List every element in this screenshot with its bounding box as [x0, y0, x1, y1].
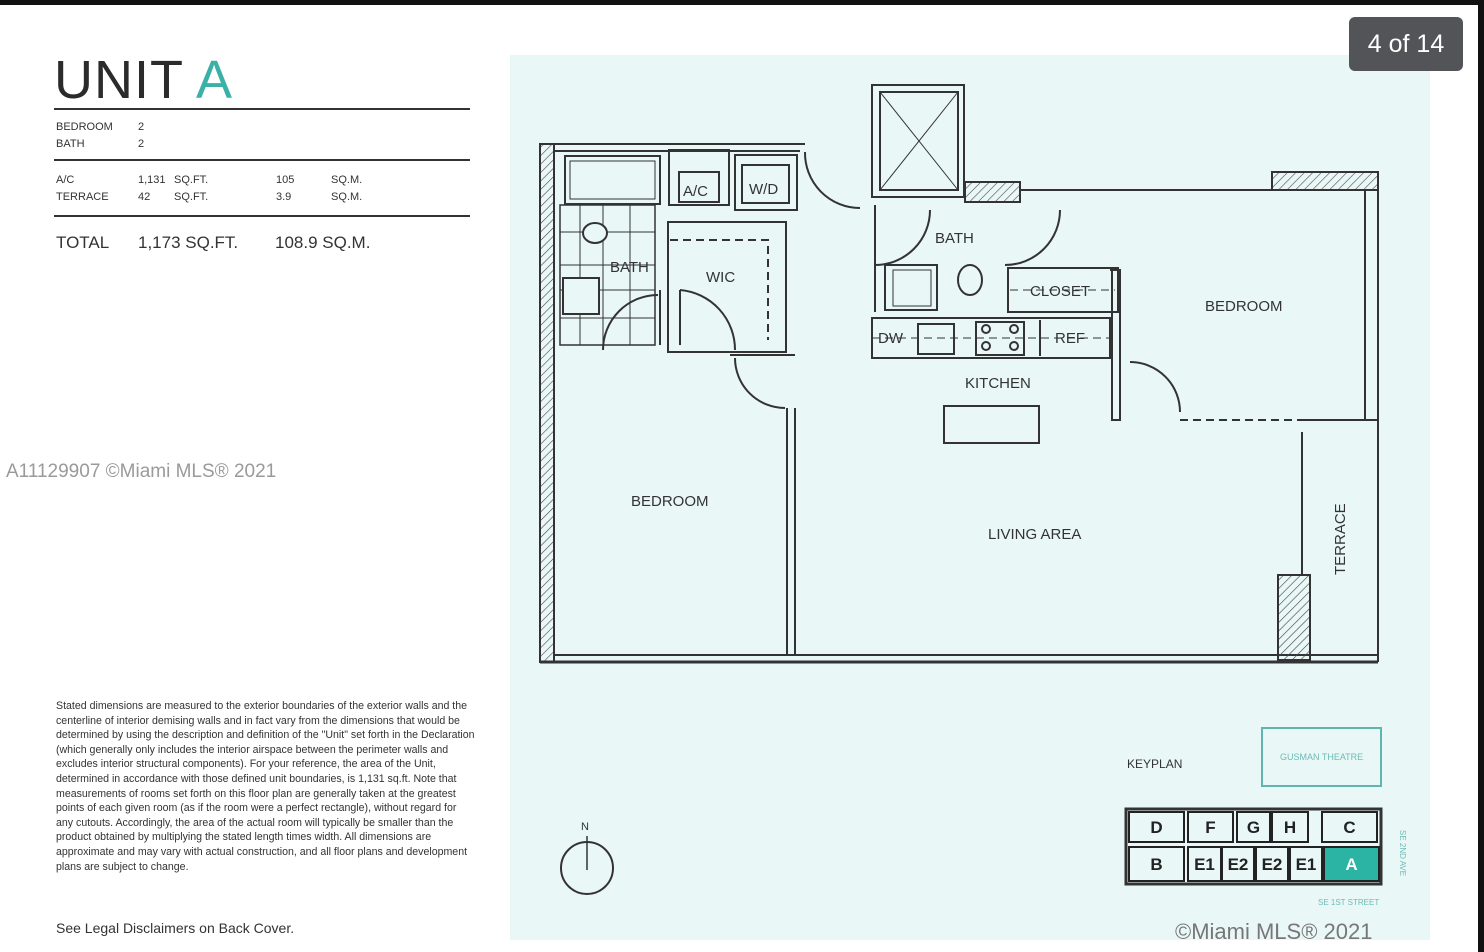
divider: [54, 215, 470, 217]
total-sqft: 1,173 SQ.FT.: [138, 233, 239, 252]
keyplan-unit-cell: [1289, 846, 1323, 882]
keyplan-unit-cell: [1271, 811, 1309, 843]
keyplan-unit-e1: E1: [1296, 855, 1317, 874]
room-label-wic: WIC: [706, 269, 735, 286]
sqft-unit: SQ.FT.: [174, 191, 209, 203]
compass-north: N: [581, 821, 589, 833]
keyplan-unit-cell: [1128, 811, 1185, 843]
street-label: SE 1ST STREET: [1318, 898, 1379, 907]
watermark-bottom: ©Miami MLS® 2021: [1175, 919, 1373, 944]
unit-title-letter: A: [196, 50, 234, 110]
keyplan-unit-f: F: [1205, 818, 1215, 837]
ac-label: A/C: [56, 174, 75, 186]
keyplan-unit-e2: E2: [1228, 855, 1249, 874]
exterior-wall: [539, 143, 555, 663]
keyplan-units: D F G H C B E1 E2 E2 E1 A: [1128, 811, 1380, 882]
sqm-unit: SQ.M.: [331, 174, 363, 186]
ac-sqm: 105: [276, 174, 295, 186]
keyplan-unit-cell: [1221, 846, 1255, 882]
image-counter-badge: 4 of 14: [1349, 17, 1463, 71]
keyplan-unit-b: B: [1150, 855, 1162, 874]
bedroom-value: 2: [138, 121, 145, 133]
image-viewer: UNIT A BEDROOM 2 BATH 2 A/C 1,131 SQ.FT.…: [0, 5, 1478, 952]
sqft-unit: SQ.FT.: [174, 174, 209, 186]
room-label-bedroom: BEDROOM: [1205, 298, 1283, 315]
divider: [54, 159, 470, 161]
room-label-bath: BATH: [610, 259, 649, 276]
disclaimer-text: Stated dimensions are measured to the ex…: [56, 700, 475, 873]
bedroom-label: BEDROOM: [56, 121, 113, 133]
room-label-kitchen: KITCHEN: [965, 375, 1031, 392]
unit-title: UNIT A: [54, 49, 233, 111]
keyplan-unit-a: A: [1345, 855, 1357, 874]
keyplan-unit-cell: [1187, 811, 1234, 843]
keyplan-unit-e1: E1: [1194, 855, 1215, 874]
keyplan-unit-cell: [1321, 811, 1378, 843]
keyplan-unit-h: H: [1284, 818, 1296, 837]
keyplan-unit-cell: [1323, 846, 1380, 882]
keyplan-unit-cell: [1255, 846, 1289, 882]
room-label-closet: CLOSET: [1030, 283, 1090, 300]
legal-note: See Legal Disclaimers on Back Cover.: [56, 920, 295, 936]
theatre-label: GUSMAN THEATRE: [1280, 752, 1363, 762]
room-label-living-area: LIVING AREA: [988, 526, 1081, 543]
room-label-terrace: TERRACE: [1332, 503, 1349, 575]
terrace-label: TERRACE: [56, 191, 109, 203]
room-label-ref: REF: [1055, 330, 1085, 347]
keyplan-unit-cell: [1128, 846, 1185, 882]
room-label-wd: W/D: [749, 181, 778, 198]
floorplan-drawing: BATH WIC A/C W/D BATH CLOSET DW REF KITC…: [539, 84, 1407, 907]
avenue-label: SE 2ND AVE: [1398, 830, 1407, 876]
keyplan-label: KEYPLAN: [1127, 757, 1182, 771]
divider: [54, 108, 470, 110]
room-label-bedroom: BEDROOM: [631, 493, 709, 510]
keyplan-unit-cell: [1236, 811, 1271, 843]
watermark-left: A11129907 ©Miami MLS® 2021: [6, 461, 277, 482]
room-label-bath: BATH: [935, 230, 974, 247]
room-label-dw: DW: [878, 330, 904, 347]
keyplan-unit-e2: E2: [1262, 855, 1283, 874]
keyplan-unit-c: C: [1343, 818, 1355, 837]
room-label-ac: A/C: [683, 183, 708, 200]
keyplan-unit-d: D: [1150, 818, 1162, 837]
sqm-unit: SQ.M.: [331, 191, 363, 203]
bath-value: 2: [138, 138, 145, 150]
terrace-sqft: 42: [138, 191, 151, 203]
ac-sqft: 1,131: [138, 174, 166, 186]
bath-label: BATH: [56, 138, 85, 150]
terrace-sqm: 3.9: [276, 191, 292, 203]
total-label: TOTAL: [56, 233, 110, 252]
unit-title-prefix: UNIT: [54, 50, 184, 110]
total-sqm: 108.9 SQ.M.: [275, 233, 371, 252]
keyplan-unit-g: G: [1247, 818, 1260, 837]
